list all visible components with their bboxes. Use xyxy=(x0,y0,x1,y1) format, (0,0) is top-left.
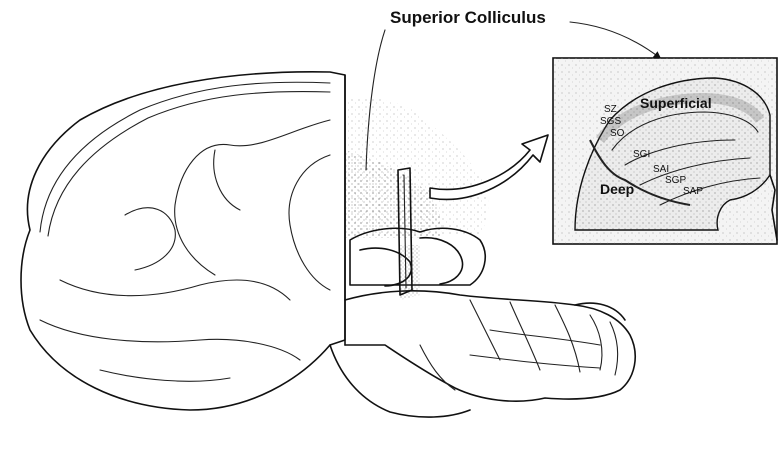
layer-label-sgi: SGI xyxy=(633,149,650,160)
midbrain-cutaway xyxy=(345,75,488,345)
layer-label-sz: SZ xyxy=(604,104,617,115)
layer-label-sgs: SGS xyxy=(600,116,621,127)
cerebral-cortex xyxy=(21,72,345,410)
layer-label-sap: SAP xyxy=(683,186,703,197)
layer-label-so: SO xyxy=(610,128,625,139)
brainstem xyxy=(330,228,635,417)
layer-label-sai: SAI xyxy=(653,164,669,175)
layer-label-sgp: SGP xyxy=(665,175,686,186)
colliculus-inset xyxy=(553,58,777,244)
superficial-label: Superficial xyxy=(640,95,712,111)
superior-colliculus-label: Superior Colliculus xyxy=(390,8,546,27)
title-to-inset-arrow xyxy=(570,22,660,58)
deep-label: Deep xyxy=(600,181,634,197)
